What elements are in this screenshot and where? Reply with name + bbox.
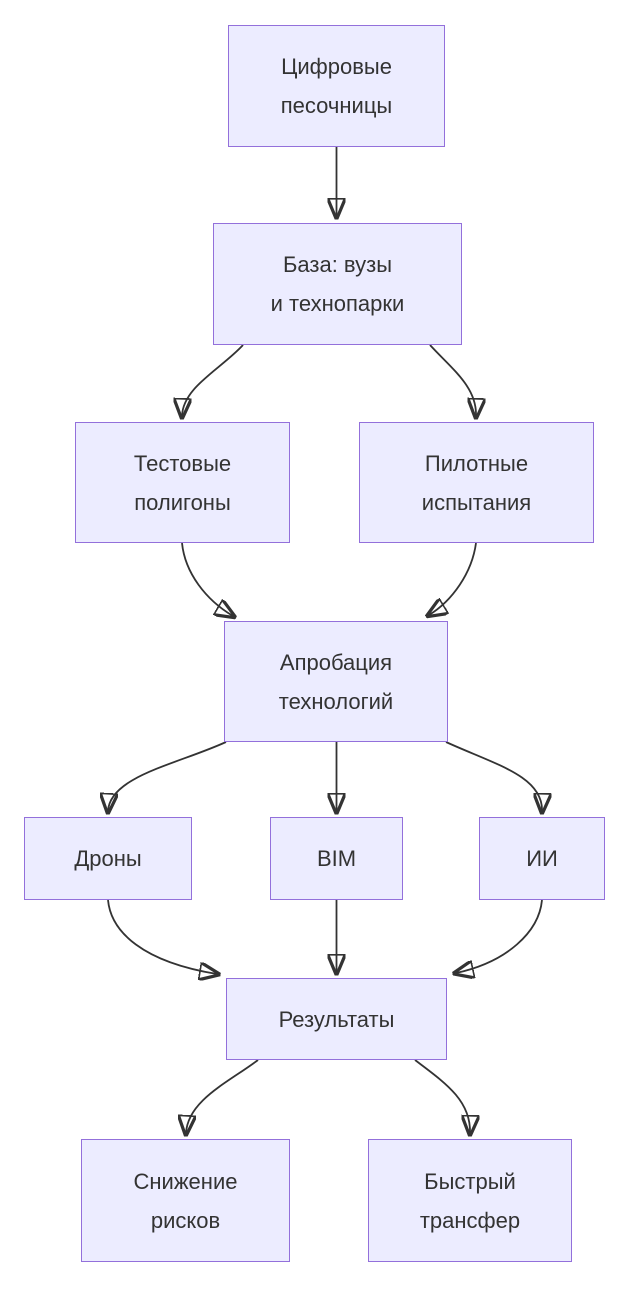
edge-base-to-test-polygons: [182, 344, 244, 416]
node-label: Быстрый трансфер: [419, 1168, 521, 1233]
node-base-universities-technoparks: База: вузы и технопарки: [213, 223, 462, 345]
node-digital-sandboxes: Цифровые песочницы: [228, 25, 445, 147]
node-label: Пилотные испытания: [421, 450, 532, 515]
edge-approbation-to-drones: [108, 741, 227, 811]
edge-results-to-risk-reduction: [186, 1059, 259, 1133]
node-drones: Дроны: [24, 817, 192, 900]
node-label: Цифровые песочницы: [280, 54, 393, 118]
node-label: Дроны: [74, 846, 142, 871]
edge-ai-to-results: [456, 899, 543, 973]
node-technology-approbation: Апробация технологий: [224, 621, 448, 742]
node-ai: ИИ: [479, 817, 605, 900]
edge-base-to-pilot-tests: [429, 344, 476, 416]
node-label: BIM: [316, 846, 357, 871]
node-label: База: вузы и технопарки: [270, 252, 405, 316]
node-test-polygons: Тестовые полигоны: [75, 422, 290, 543]
node-label: Тестовые полигоны: [133, 450, 232, 515]
node-risk-reduction: Снижение рисков: [81, 1139, 290, 1262]
node-label: Апробация технологий: [278, 649, 394, 714]
node-label: ИИ: [526, 846, 558, 871]
edge-results-to-fast-transfer: [414, 1059, 470, 1133]
node-label: Результаты: [278, 1006, 395, 1032]
node-results: Результаты: [226, 978, 447, 1060]
node-pilot-tests: Пилотные испытания: [359, 422, 594, 543]
node-label: Снижение рисков: [133, 1168, 238, 1233]
node-fast-transfer: Быстрый трансфер: [368, 1139, 572, 1262]
edge-pilot-tests-to-approbation: [429, 542, 477, 615]
node-bim: BIM: [270, 817, 403, 900]
edge-approbation-to-ai: [445, 741, 542, 811]
edge-test-polygons-to-approbation: [181, 542, 233, 616]
edge-drones-to-results: [107, 899, 217, 974]
